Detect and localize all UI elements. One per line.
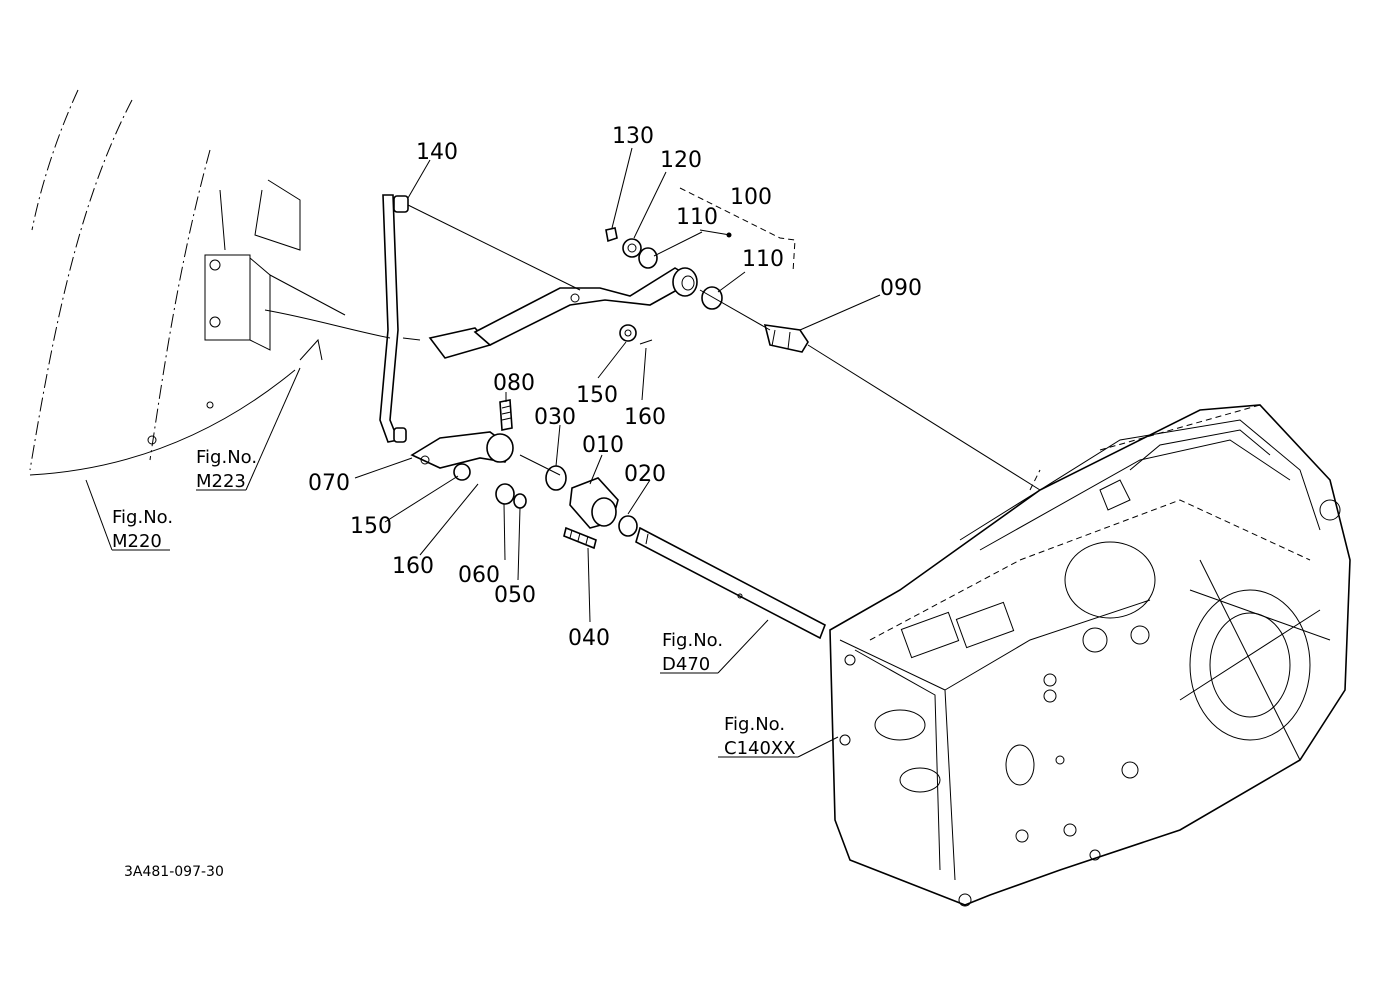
part-label: 050 bbox=[494, 583, 536, 608]
part-label: 010 bbox=[582, 433, 624, 458]
transmission-case bbox=[829, 404, 1351, 907]
part-label: 080 bbox=[493, 371, 535, 396]
drawing-number: 3A481-097-30 bbox=[124, 864, 224, 880]
fig-ref-code: D470 bbox=[662, 654, 710, 675]
part-label: 120 bbox=[660, 148, 702, 173]
part-label: 140 bbox=[416, 140, 458, 165]
fig-ref-label: Fig.No. bbox=[196, 447, 257, 468]
shaft-assembly bbox=[545, 465, 827, 640]
part-label: 150 bbox=[576, 383, 618, 408]
part-label: 130 bbox=[612, 124, 654, 149]
brake-pedal-arm-100 bbox=[264, 267, 698, 359]
part-label: 060 bbox=[458, 563, 500, 588]
fig-ref-code: C140XX bbox=[724, 738, 796, 759]
fig-ref-code: M223 bbox=[196, 471, 246, 492]
part-label: 100 bbox=[730, 185, 772, 210]
part-label: 040 bbox=[568, 626, 610, 651]
pedal-hardware bbox=[605, 227, 723, 345]
fig-ref-label: Fig.No. bbox=[112, 507, 173, 528]
part-label: 160 bbox=[624, 405, 666, 430]
pin-090 bbox=[763, 324, 809, 353]
fig-ref-code: M220 bbox=[112, 531, 162, 552]
part-label: 110 bbox=[742, 247, 784, 272]
part-label: 160 bbox=[392, 554, 434, 579]
leader-lines bbox=[85, 147, 1041, 758]
part-labels: 010 020 030 040 050 060 070 080 090 100 … bbox=[308, 124, 922, 651]
fig-ref-label: Fig.No. bbox=[662, 630, 723, 651]
part-label: 020 bbox=[624, 462, 666, 487]
part-label: 110 bbox=[676, 205, 718, 230]
lever-070 bbox=[410, 399, 527, 509]
part-label: 070 bbox=[308, 471, 350, 496]
part-label: 150 bbox=[350, 514, 392, 539]
fig-ref-label: Fig.No. bbox=[724, 714, 785, 735]
figure-references: Fig.No. M220 Fig.No. M223 Fig.No. D470 F… bbox=[112, 447, 796, 759]
part-label: 030 bbox=[534, 405, 576, 430]
part-label: 090 bbox=[880, 276, 922, 301]
pedal-rod-140 bbox=[379, 194, 409, 443]
fender-panel bbox=[29, 89, 346, 476]
